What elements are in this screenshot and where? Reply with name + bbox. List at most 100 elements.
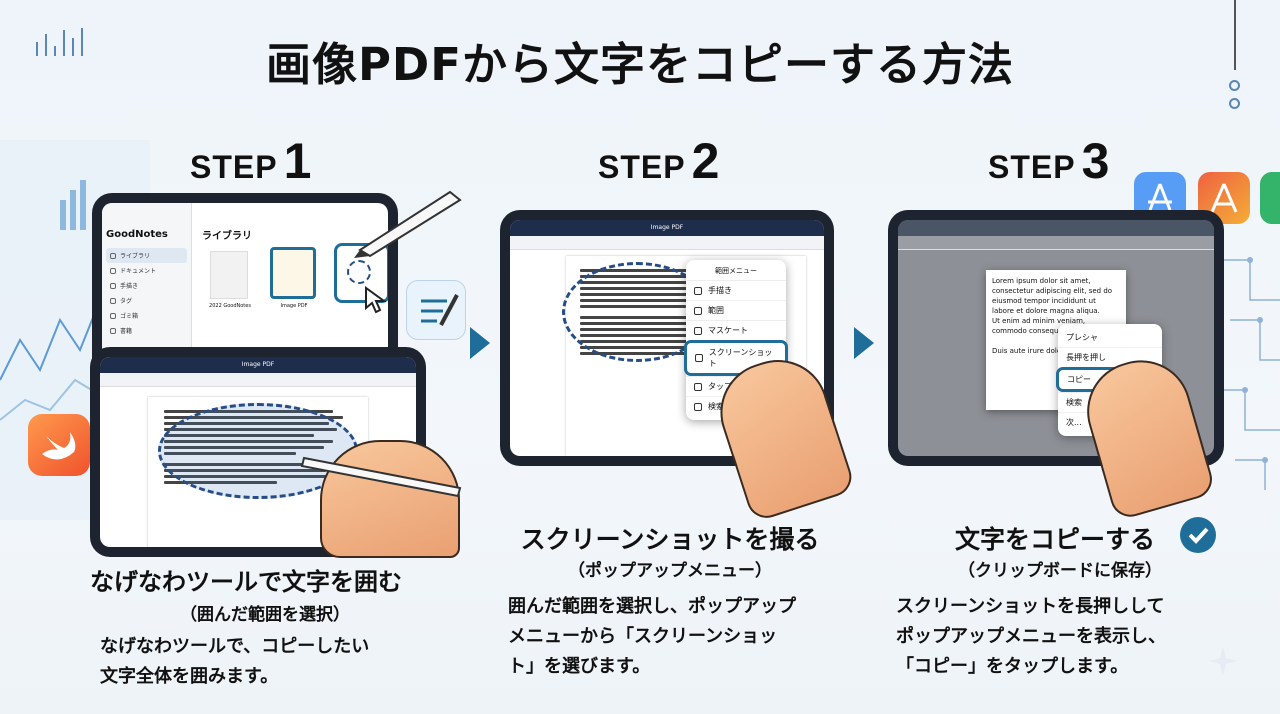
app-icon-partial	[1260, 172, 1280, 224]
circuit-lines-graphic	[1220, 257, 1280, 490]
sidebar-item[interactable]: ドキュメント	[106, 263, 187, 278]
sidebar-item[interactable]: 書籍	[106, 323, 187, 338]
text-line: Ut enim ad minim veniam,	[992, 317, 1086, 325]
document-toolbar	[510, 236, 824, 250]
step-word: STEP	[598, 149, 686, 185]
menu-item-label: 次...	[1066, 418, 1082, 427]
next-arrow-icon	[854, 327, 874, 359]
menu-item-label: タップ	[708, 382, 732, 391]
menu-item-icon	[694, 402, 702, 411]
step3-subheading: （クリップボードに保存）	[958, 561, 1162, 581]
document-title-bar	[898, 220, 1214, 236]
text-line: commodo consequat.	[992, 327, 1068, 335]
menu-item-label: スクリーンショット	[708, 348, 773, 368]
text-line: consectetur adipiscing elit, sed do	[992, 287, 1113, 295]
step1-subheading: （囲んだ範囲を選択）	[180, 605, 350, 625]
pencil-in-hand-icon	[300, 456, 462, 498]
step-number: 2	[691, 133, 720, 189]
menu-item-icon	[694, 382, 702, 391]
step2-subheading: （ポップアップメニュー）	[568, 561, 772, 581]
file-name: 2022 GoodNotes	[209, 303, 251, 309]
text-line: eiusmod tempor incididunt ut	[992, 297, 1096, 305]
sidebar-item-icon	[110, 312, 116, 319]
menu-item[interactable]: マスケート	[686, 320, 786, 340]
sidebar-item-icon	[110, 252, 116, 259]
lasso-loop	[347, 260, 371, 284]
menu-item-label: 手描き	[708, 286, 732, 295]
menu-item[interactable]: 長押を押し	[1058, 347, 1162, 367]
step1-heading: なげなわツールで文字を囲む	[90, 568, 402, 596]
description-line: なげなわツールで、コピーしたい	[100, 636, 370, 657]
description-line: メニューから「スクリーンショッ	[508, 626, 778, 647]
file-name: Image PDF	[280, 303, 308, 309]
step1-description: なげなわツールで、コピーしたい 文字全体を囲みます。	[100, 632, 369, 692]
note-pencil-icon	[406, 280, 466, 340]
menu-title: 範囲メニュー	[715, 267, 757, 275]
text-line: Duis aute irure dolor	[992, 347, 1064, 355]
sparkle-icon	[1209, 647, 1237, 675]
step2-heading: スクリーンショットを撮る	[520, 525, 820, 554]
sidebar-item-label: ドキュメント	[120, 268, 157, 275]
decorative-divider	[1234, 0, 1236, 70]
description-line: ポップアップメニューを表示し、	[896, 626, 1166, 647]
check-icon	[1180, 517, 1216, 553]
app-name: GoodNotes	[106, 229, 168, 240]
step3-heading: 文字をコピーする	[954, 525, 1155, 554]
dot-icon	[1229, 98, 1240, 109]
sidebar-item-label: 手描き	[120, 283, 139, 290]
menu-item[interactable]: 範囲	[686, 300, 786, 320]
menu-item-label: 検索	[708, 402, 724, 411]
sidebar-item-label: 書籍	[120, 328, 133, 335]
menu-item-icon	[695, 354, 703, 362]
text-line: labore et dolore magna aliqua.	[992, 307, 1100, 315]
sidebar-item-label: ゴミ箱	[120, 313, 139, 320]
file-thumbnail-selected[interactable]	[270, 247, 316, 299]
menu-item-icon	[694, 286, 702, 295]
lasso-preview	[334, 243, 388, 303]
step-number: 1	[283, 133, 312, 189]
menu-item-label: コピー	[1067, 375, 1091, 384]
sidebar-item-icon	[110, 327, 116, 334]
next-arrow-icon	[470, 327, 490, 359]
step-word: STEP	[190, 149, 278, 185]
menu-item[interactable]: 手描き	[686, 280, 786, 300]
description-line: ト」を選びます。	[508, 656, 651, 677]
sidebar-item[interactable]: タグ	[106, 293, 187, 308]
sidebar-item-icon	[110, 297, 116, 304]
text-line: Lorem ipsum dolor sit amet,	[992, 277, 1091, 285]
page-title: 画像PDFから文字をコピーする方法	[265, 38, 1015, 91]
menu-item-label: 長押を押し	[1066, 353, 1106, 362]
swift-icon	[28, 414, 90, 476]
description-line: 文字全体を囲みます。	[100, 666, 279, 687]
document-title-bar: Image PDF	[510, 220, 824, 236]
library-heading: ライブラリ	[202, 231, 252, 242]
sidebar-item[interactable]: ライブラリ	[106, 248, 187, 263]
hand-holding-pencil	[320, 440, 460, 558]
sidebar-item[interactable]: ゴミ箱	[106, 308, 187, 323]
step-word: STEP	[988, 149, 1076, 185]
sidebar-item-icon	[110, 282, 116, 289]
document-title-bar: Image PDF	[100, 357, 416, 373]
description-line: 囲んだ範囲を選択し、ポップアップ	[508, 596, 796, 617]
document-toolbar	[898, 236, 1214, 250]
menu-item-label: マスケート	[708, 326, 748, 335]
description-line: 「コピー」をタップします。	[896, 656, 1129, 677]
step2-description: 囲んだ範囲を選択し、ポップアップ メニューから「スクリーンショッ ト」を選びます…	[508, 592, 796, 682]
step3-description: スクリーンショットを長押しして ポップアップメニューを表示し、 「コピー」をタッ…	[896, 592, 1166, 682]
menu-item-icon	[694, 306, 702, 315]
step2-tablet: Image PDF 範囲メニュー 手描き 範囲 マスケート スクリーンショット …	[500, 210, 834, 466]
menu-item-label: 範囲	[708, 306, 724, 315]
step2-screen: Image PDF 範囲メニュー 手描き 範囲 マスケート スクリーンショット …	[510, 220, 824, 456]
sidebar-item-label: タグ	[120, 298, 133, 305]
step-number: 3	[1081, 133, 1110, 189]
menu-item[interactable]: プレシャ	[1058, 328, 1162, 347]
file-thumbnail[interactable]	[210, 251, 248, 299]
apple-pencil-icon	[354, 190, 462, 258]
sidebar-item[interactable]: 手描き	[106, 278, 187, 293]
menu-item-label: プレシャ	[1066, 333, 1098, 342]
sidebar-item-label: ライブラリ	[120, 253, 151, 260]
sidebar-item-icon	[110, 267, 116, 274]
